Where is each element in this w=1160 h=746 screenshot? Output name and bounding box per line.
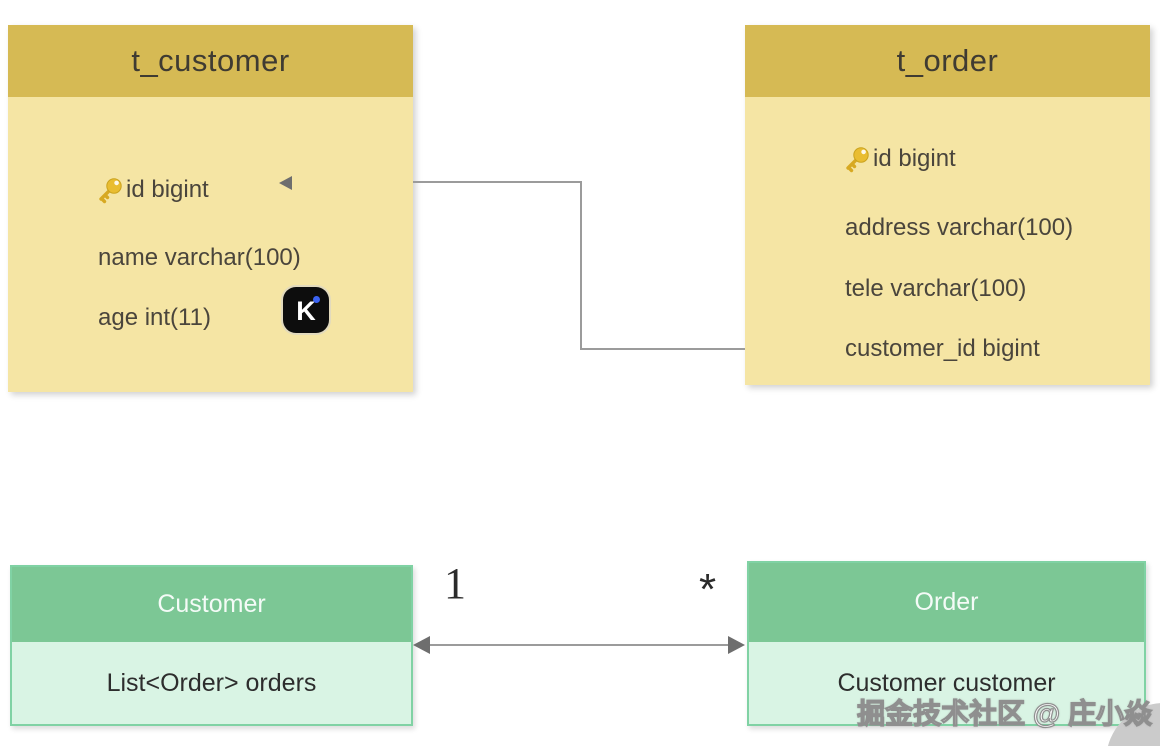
db-table-t-customer[interactable]: t_customer id bigint name varchar(100)	[8, 25, 413, 392]
field-text: name varchar(100)	[98, 244, 301, 271]
table-header: t_customer	[8, 25, 413, 97]
class-title: Order	[914, 588, 979, 616]
field-text: id bigint	[873, 145, 956, 172]
field-text: address varchar(100)	[845, 214, 1074, 241]
class-box-order[interactable]: Order Customer customer	[747, 561, 1146, 726]
kimi-badge-letter: K	[296, 295, 316, 326]
class-box-customer[interactable]: Customer List<Order> orders	[10, 565, 413, 726]
kimi-badge-icon[interactable]: K	[283, 287, 329, 333]
field-text: tele varchar(100)	[845, 275, 1027, 302]
field-row-tele: tele varchar(100)	[845, 272, 1026, 306]
class-header: Order	[749, 563, 1144, 642]
relation-arrowhead-right	[728, 636, 745, 654]
table-body: id bigint name varchar(100) age int(11) …	[8, 97, 413, 392]
class-body: Customer customer	[749, 642, 1144, 724]
field-row-name: name varchar(100)	[98, 241, 301, 275]
table-title: t_order	[896, 43, 999, 78]
field-row-address: address varchar(100)	[845, 211, 1073, 245]
class-member: List<Order> orders	[106, 668, 317, 697]
field-text: age int(11)	[98, 304, 211, 331]
field-row-id: id bigint	[843, 142, 956, 176]
relation-arrowhead-left	[413, 636, 430, 654]
table-title: t_customer	[131, 43, 290, 78]
field-row-age: age int(11)	[98, 301, 211, 335]
kimi-badge-dot	[313, 296, 320, 303]
key-icon	[843, 146, 870, 173]
db-table-t-order[interactable]: t_order id bigint address varchar(100)	[745, 25, 1150, 385]
table-connector-line	[413, 181, 745, 350]
field-row-customer-id: customer_id bigint	[845, 332, 1040, 366]
class-header: Customer	[12, 567, 411, 642]
key-icon	[96, 177, 123, 204]
field-row-id: id bigint	[96, 173, 209, 207]
table-header: t_order	[745, 25, 1150, 97]
watermark-text: 掘金技术社区 @ 庄小焱	[857, 697, 1153, 729]
class-body: List<Order> orders	[12, 642, 411, 724]
class-member: Customer customer	[837, 668, 1056, 697]
table-body: id bigint address varchar(100) tele varc…	[745, 97, 1150, 385]
field-text: customer_id bigint	[845, 335, 1040, 362]
field-text: id bigint	[126, 176, 209, 203]
cardinality-many-label: *	[699, 565, 717, 614]
class-title: Customer	[157, 590, 266, 618]
cardinality-one-label: 1	[444, 559, 466, 608]
